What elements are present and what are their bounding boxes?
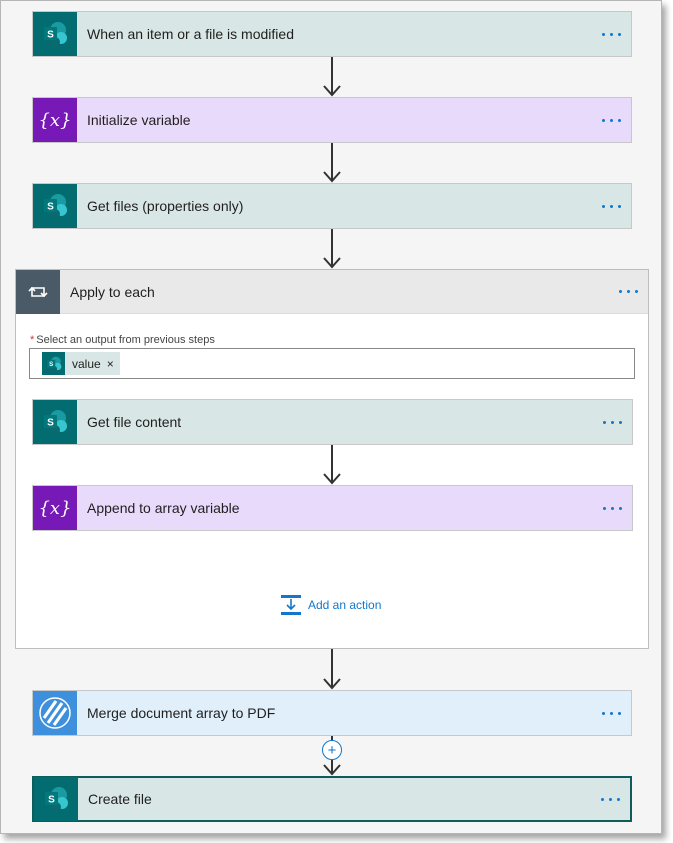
apply-to-each-title: Apply to each xyxy=(70,283,155,300)
remove-token-icon[interactable]: × xyxy=(106,356,114,371)
trigger-card-item-modified[interactable]: S When an item or a file is modified xyxy=(32,11,632,57)
sharepoint-icon: S xyxy=(42,352,65,375)
svg-text:{𝑥}: {𝑥} xyxy=(38,498,71,519)
more-options-button[interactable] xyxy=(591,691,631,735)
svg-text:S: S xyxy=(47,418,54,429)
add-action-icon xyxy=(281,595,301,615)
more-options-button[interactable] xyxy=(591,184,631,228)
sharepoint-icon: S xyxy=(33,12,77,56)
more-options-button[interactable] xyxy=(591,98,631,142)
connector-arrow xyxy=(322,57,342,97)
step-title: Get file content xyxy=(87,414,182,430)
merge-pdf-icon xyxy=(33,691,77,735)
flow-designer-canvas: S When an item or a file is modified {𝑥}… xyxy=(0,0,662,834)
step-title: Initialize variable xyxy=(87,112,191,128)
step-title: Get files (properties only) xyxy=(87,198,244,214)
svg-text:{𝑥}: {𝑥} xyxy=(38,110,71,131)
svg-text:S: S xyxy=(47,202,54,213)
field-label-text: Select an output from previous steps xyxy=(36,334,215,346)
step-title: Merge document array to PDF xyxy=(87,705,276,721)
connector-arrow xyxy=(322,445,342,485)
required-mark: * xyxy=(30,334,35,346)
value-token[interactable]: S value × xyxy=(42,352,120,375)
svg-text:S: S xyxy=(49,361,53,368)
append-to-array-card[interactable]: {𝑥} Append to array variable xyxy=(32,485,633,531)
variable-icon: {𝑥} xyxy=(33,486,77,530)
apply-to-each-container: Apply to each *Select an output from pre… xyxy=(15,269,649,649)
svg-text:S: S xyxy=(47,30,54,41)
sharepoint-icon: S xyxy=(34,777,78,821)
step-title: Create file xyxy=(88,791,152,807)
more-options-button[interactable] xyxy=(608,270,648,314)
add-action-label: Add an action xyxy=(308,598,382,612)
get-files-card[interactable]: S Get files (properties only) xyxy=(32,183,632,229)
add-an-action-button[interactable]: Add an action xyxy=(280,594,381,616)
more-options-button[interactable] xyxy=(592,400,632,444)
step-title: When an item or a file is modified xyxy=(87,26,294,42)
connector-arrow xyxy=(322,649,342,690)
connector-arrow xyxy=(322,143,342,183)
more-options-button[interactable] xyxy=(591,12,631,56)
more-options-button[interactable] xyxy=(592,486,632,530)
step-title: Append to array variable xyxy=(87,500,240,516)
svg-text:S: S xyxy=(48,795,55,806)
sharepoint-icon: S xyxy=(33,184,77,228)
merge-pdf-card[interactable]: Merge document array to PDF xyxy=(32,690,632,736)
create-file-card[interactable]: S Create file xyxy=(32,776,632,822)
initialize-variable-card[interactable]: {𝑥} Initialize variable xyxy=(32,97,632,143)
output-select-input[interactable]: S value × xyxy=(29,348,635,379)
output-field-label: *Select an output from previous steps xyxy=(30,334,215,346)
variable-icon: {𝑥} xyxy=(33,98,77,142)
get-file-content-card[interactable]: S Get file content xyxy=(32,399,633,445)
token-label: value xyxy=(72,356,101,371)
connector-arrow xyxy=(322,229,342,269)
apply-to-each-header[interactable]: Apply to each xyxy=(16,269,648,314)
sharepoint-icon: S xyxy=(33,400,77,444)
loop-icon xyxy=(16,269,60,314)
insert-step-button[interactable]: + xyxy=(322,740,342,760)
more-options-button[interactable] xyxy=(590,777,630,821)
